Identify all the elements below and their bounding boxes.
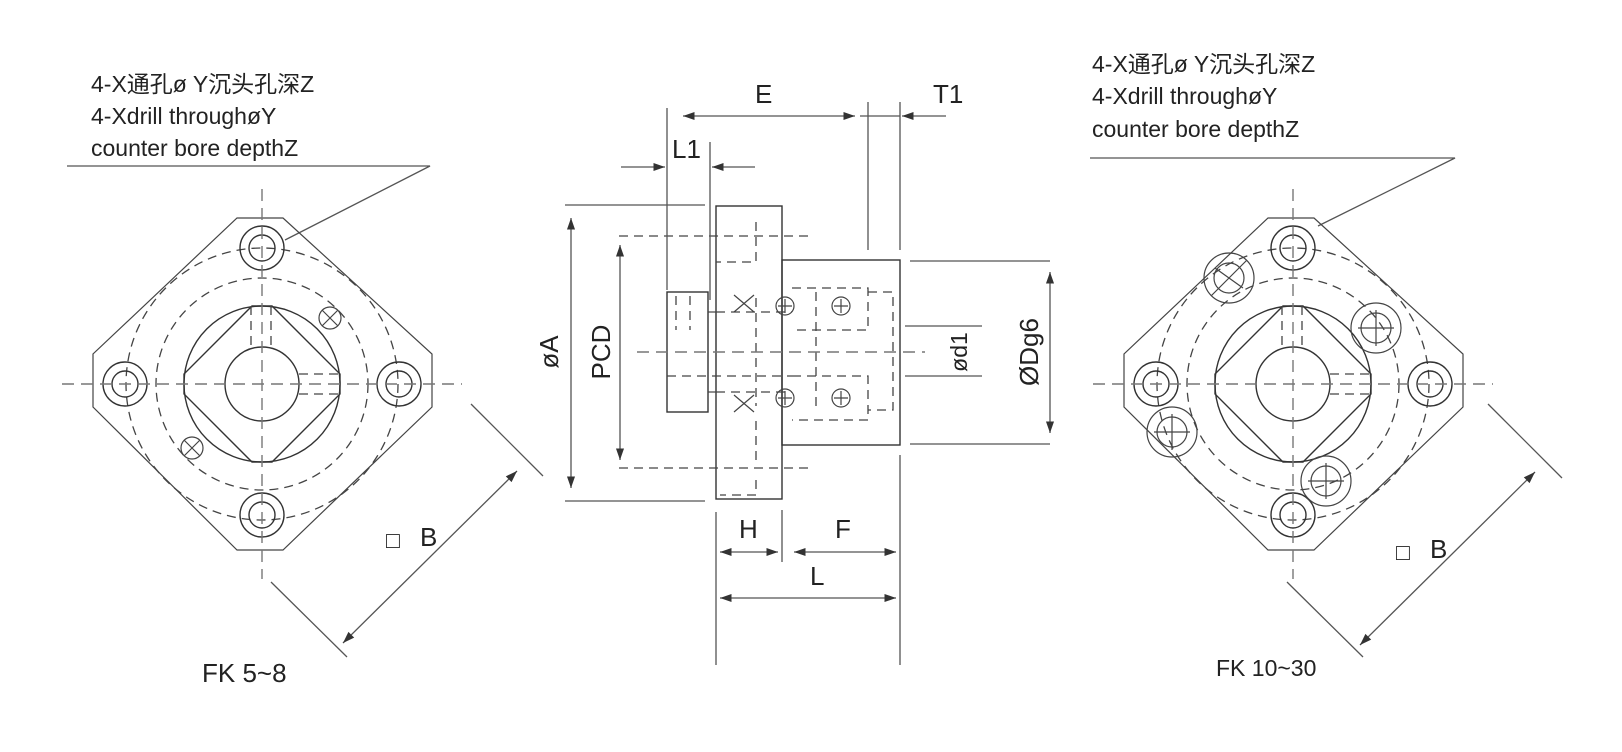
- dim-h-label: H: [739, 514, 758, 544]
- flange-end-view-fk5-8: [61, 188, 463, 580]
- right-note-cn: 4-X通孔ø Y沉头孔深Z: [1092, 51, 1315, 77]
- right-note-en-2: counter bore depthZ: [1092, 116, 1299, 142]
- left-caption: FK 5~8: [202, 658, 287, 688]
- left-note-en-2: counter bore depthZ: [91, 135, 298, 161]
- dim-d1-label: ød1: [946, 332, 972, 372]
- left-note-en-1: 4-Xdrill throughøY: [91, 103, 276, 129]
- b-dimension-arrow: [342, 470, 518, 644]
- right-caption: FK 10~30: [1216, 655, 1316, 681]
- left-end-view: 4-X通孔ø Y沉头孔深Z 4-Xdrill throughøY counter…: [61, 71, 544, 688]
- right-b-dimension-arrow: [1359, 471, 1536, 646]
- side-section-view: E T1 L1 øA PCD ød1 ØDg6 H F L: [534, 79, 1055, 665]
- right-note-en-1: 4-Xdrill throughøY: [1092, 83, 1277, 109]
- dim-dg6-label: ØDg6: [1014, 318, 1044, 386]
- dim-t1-label: T1: [933, 79, 963, 109]
- right-b-label: B: [1430, 534, 1447, 564]
- left-leader-line: [67, 165, 431, 241]
- left-b-label: B: [420, 522, 437, 552]
- dim-pcd-label: PCD: [586, 325, 616, 380]
- dim-l-label: L: [810, 561, 824, 591]
- dim-a-label: øA: [534, 335, 564, 369]
- dim-l1-label: L1: [672, 134, 701, 164]
- right-leader-line: [1090, 157, 1456, 227]
- square-symbol: □: [386, 527, 400, 553]
- flange-end-view-fk10-30: [1092, 188, 1494, 580]
- dim-e-label: E: [755, 79, 772, 109]
- left-note-cn: 4-X通孔ø Y沉头孔深Z: [91, 71, 314, 97]
- right-square-symbol: □: [1396, 539, 1410, 565]
- right-end-view: 4-X通孔ø Y沉头孔深Z 4-Xdrill throughøY counter…: [1090, 51, 1563, 681]
- dim-f-label: F: [835, 514, 851, 544]
